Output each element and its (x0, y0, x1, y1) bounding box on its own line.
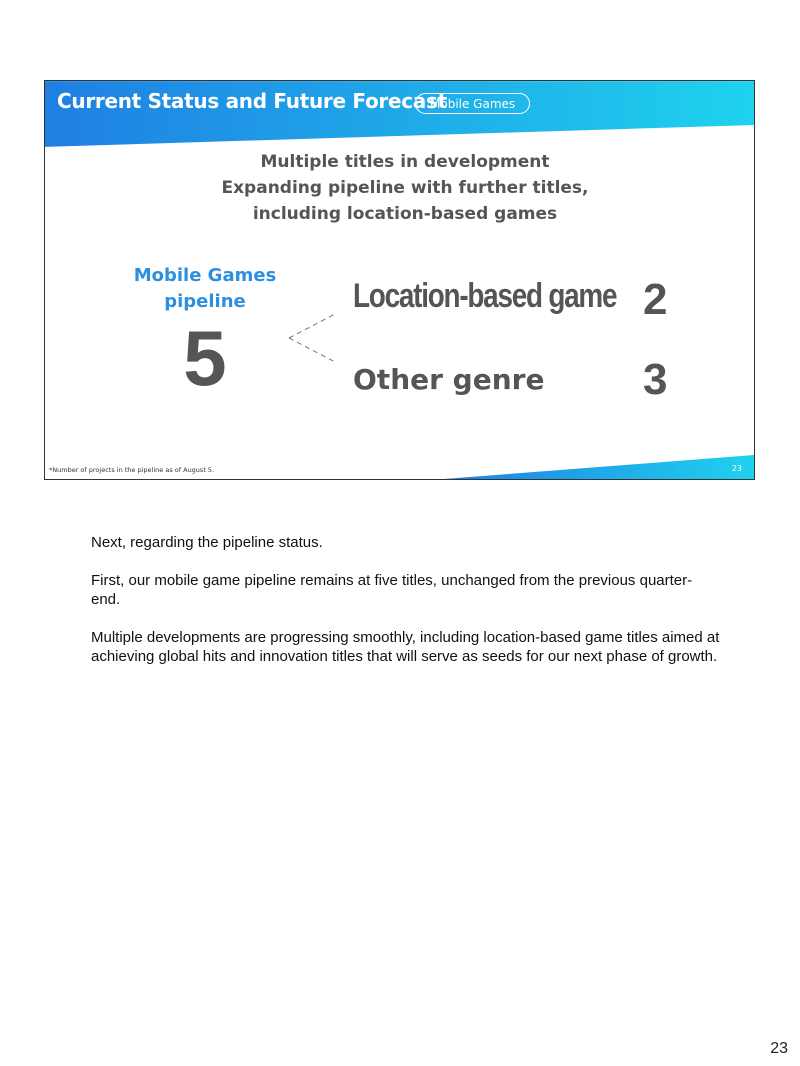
header-band (45, 81, 754, 147)
genre-location-based: Location-based game (353, 277, 617, 315)
genre-location-based-count: 2 (643, 275, 668, 324)
genre-other-count: 3 (643, 355, 668, 404)
pipeline-label-line-1: Mobile Games (133, 265, 277, 286)
headline: Multiple titles in development Expanding… (195, 149, 615, 227)
genre-other: Other genre (353, 363, 545, 396)
headline-line-1: Multiple titles in development (260, 152, 550, 172)
slide: Current Status and Future Forecast Mobil… (44, 80, 755, 480)
pipeline-label-line-2: pipeline (164, 291, 246, 312)
slide-title: Current Status and Future Forecast (57, 89, 447, 113)
footer-band (443, 455, 754, 479)
branch-lines (288, 312, 338, 364)
headline-line-2: Expanding pipeline with further titles, (221, 178, 589, 198)
notes-paragraph-1: Next, regarding the pipeline status. (91, 534, 323, 551)
slide-number: 23 (731, 464, 742, 473)
speaker-notes: Next, regarding the pipeline status. Fir… (91, 533, 721, 685)
notes-paragraph-2: First, our mobile game pipeline remains … (91, 572, 693, 608)
headline-line-3: including location-based games (252, 204, 558, 224)
footnote: *Number of projects in the pipeline as o… (49, 466, 215, 474)
page-number: 23 (770, 1040, 788, 1057)
notes-paragraph-3: Multiple developments are progressing sm… (91, 629, 720, 665)
pipeline-label: Mobile Games pipeline (115, 263, 295, 315)
category-tag: Mobile Games (415, 93, 531, 114)
pipeline-total: 5 (183, 314, 227, 402)
